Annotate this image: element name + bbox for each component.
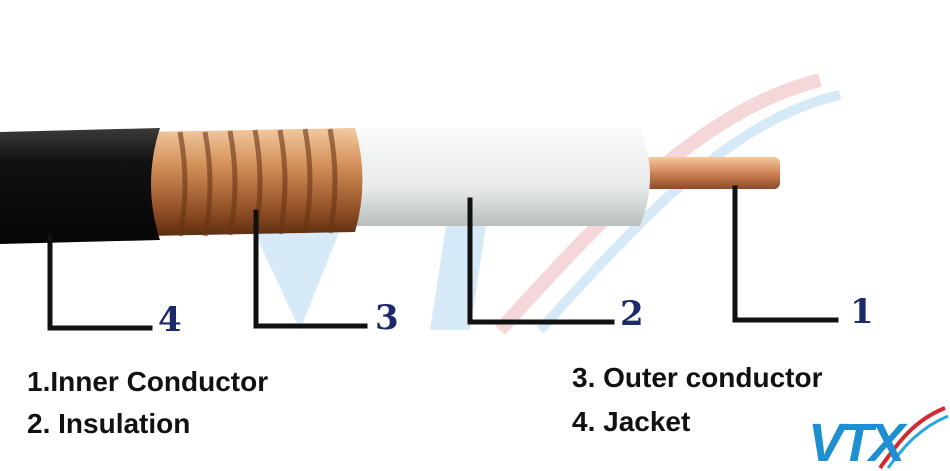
- legend-insulation: 2. Insulation: [27, 408, 191, 439]
- leader-line-1: [732, 185, 839, 323]
- vtx-logo: VTX: [808, 413, 905, 471]
- legend-inner-conductor: 1.Inner Conductor: [27, 366, 269, 397]
- legend-outer-conductor: 3. Outer conductor: [572, 362, 823, 393]
- leader-line-2: [467, 197, 615, 325]
- jacket: [0, 128, 160, 244]
- label-1: 1: [850, 292, 874, 332]
- leader-line-3: [253, 209, 368, 329]
- leader-line-4: [47, 233, 153, 331]
- insulation: [330, 128, 650, 226]
- label-3: 3: [375, 298, 399, 338]
- outer-conductor: [145, 128, 363, 237]
- label-4: 4: [158, 300, 182, 340]
- legend-jacket: 4. Jacket: [572, 406, 691, 437]
- label-2: 2: [620, 294, 644, 334]
- inner-conductor: [630, 157, 780, 189]
